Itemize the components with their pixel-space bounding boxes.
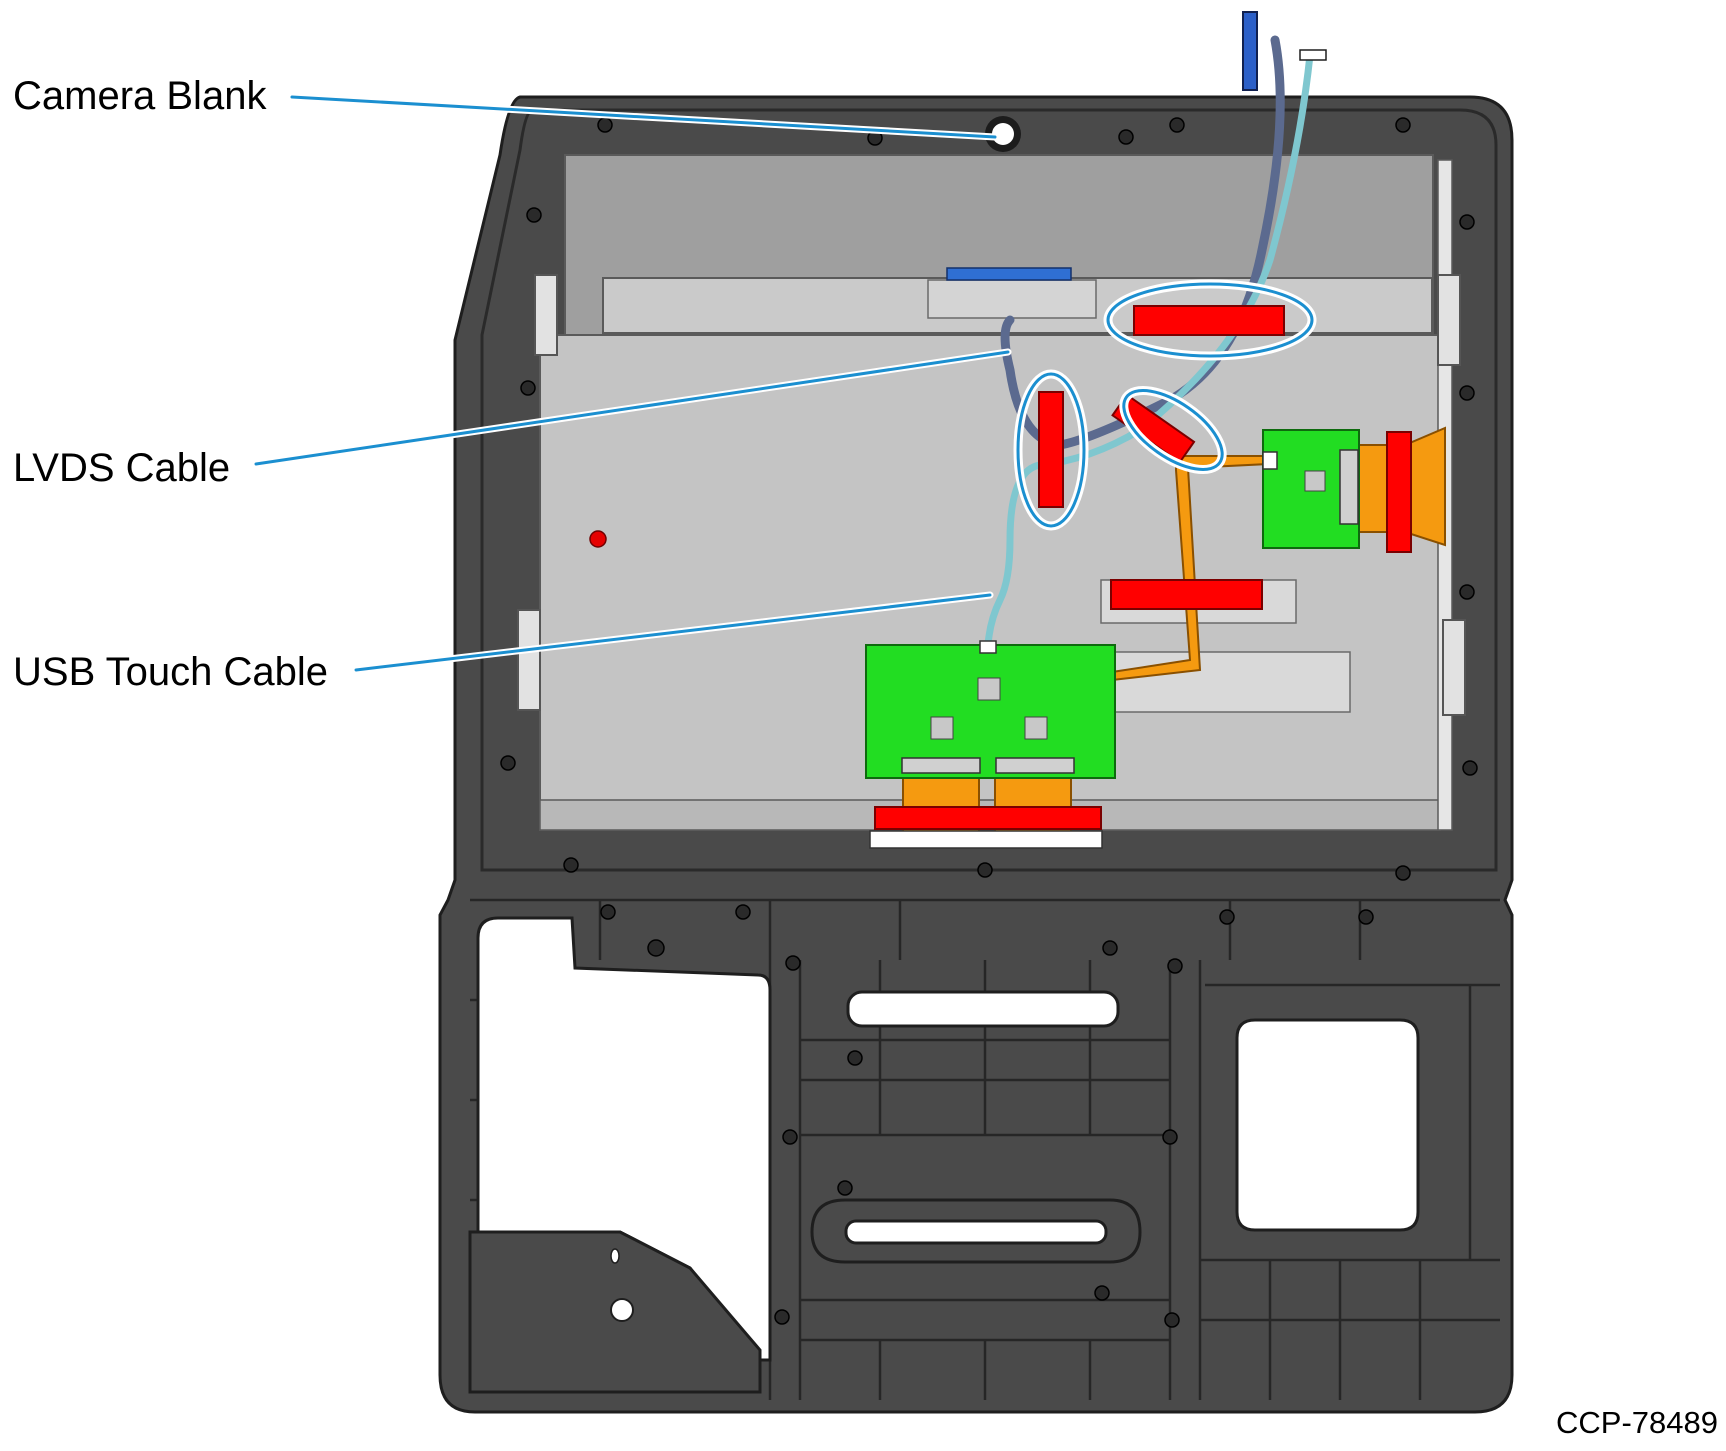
pcb-chip — [1304, 470, 1326, 492]
pcb-chip — [930, 716, 954, 740]
figure-id: CCP-78489 — [1556, 1405, 1718, 1440]
bracket-hole — [610, 1248, 620, 1264]
screw — [1358, 909, 1374, 925]
lvds-cable — [1000, 35, 1285, 450]
screw — [1164, 1312, 1180, 1328]
pcb-chip — [1024, 716, 1048, 740]
screws — [500, 117, 1478, 1391]
leader-usb-touch-cable — [354, 593, 992, 672]
pcb-connector — [1339, 449, 1359, 525]
pcb-chip — [977, 677, 1001, 701]
touch-controller-pcb — [865, 644, 1116, 779]
left-cutout — [476, 916, 772, 1362]
tape-flex-cable — [1110, 579, 1263, 610]
bracket-hole — [610, 1298, 634, 1322]
lvds-panel-connector — [946, 267, 1072, 281]
upper-slot — [846, 990, 1120, 1028]
screw — [1459, 214, 1475, 230]
highlight-vertical-outline — [1016, 372, 1086, 528]
highlight-diagonal-outline — [1122, 389, 1224, 471]
pcb-connector — [995, 757, 1075, 774]
screw — [1219, 909, 1235, 925]
highlight-ellipses-outline — [1016, 282, 1314, 528]
leader-lvds-cable — [254, 350, 1010, 466]
bezel-cutouts — [476, 916, 1420, 1362]
tape-bottom-connector — [874, 806, 1102, 830]
screw — [977, 862, 993, 878]
screw — [1162, 1129, 1178, 1145]
screw — [785, 955, 801, 971]
side-brackets — [517, 274, 1466, 716]
camera-blank — [985, 116, 1021, 152]
screw — [597, 117, 613, 133]
tape-lvds-top — [1133, 305, 1285, 336]
left-bracket-top — [534, 274, 558, 356]
screw — [847, 1050, 863, 1066]
screw — [647, 939, 665, 957]
right-bracket-bottom — [1442, 619, 1466, 716]
leader-camera-blank — [290, 95, 997, 139]
left-bracket-bottom — [517, 609, 541, 711]
bezel-inner-rim — [480, 108, 1498, 872]
bezel-details — [468, 1198, 1142, 1394]
highlight-top-outline — [1106, 282, 1314, 358]
pcb-connector — [1262, 451, 1278, 470]
tape-lvds-vertical — [1038, 391, 1064, 508]
screw — [735, 904, 751, 920]
callout-leaders — [252, 93, 1012, 674]
red-indicator-dot — [589, 530, 607, 548]
lvds-connector — [1242, 11, 1258, 91]
cables — [984, 35, 1314, 649]
screw — [782, 1129, 798, 1145]
tape-strips — [874, 305, 1412, 830]
label-lvds-cable: LVDS Cable — [13, 446, 231, 490]
pcb-connector — [901, 757, 981, 774]
screw — [1459, 385, 1475, 401]
screw — [600, 904, 616, 920]
usb-connector — [1299, 49, 1327, 61]
screw — [1459, 584, 1475, 600]
label-camera-blank: Camera Blank — [13, 74, 267, 118]
screw — [837, 1180, 853, 1196]
screw — [774, 1309, 790, 1325]
screw — [1462, 760, 1478, 776]
pcb-boards — [865, 429, 1360, 779]
screw — [526, 207, 542, 223]
screw — [1395, 865, 1411, 881]
lower-slot-surround — [810, 1198, 1142, 1264]
screw — [1395, 117, 1411, 133]
screw — [1094, 1285, 1110, 1301]
right-bracket-top — [1437, 274, 1461, 366]
usb-touch-cable — [984, 51, 1314, 649]
lower-slot — [844, 1219, 1108, 1245]
tape-right-connector — [1386, 431, 1412, 553]
screw — [520, 380, 536, 396]
lcd-panel-sticker-2 — [1109, 651, 1351, 713]
screw — [1167, 958, 1183, 974]
lcd-panel-connector-housing — [927, 279, 1097, 319]
label-usb-touch-cable: USB Touch Cable — [13, 650, 328, 694]
pcb-connector — [979, 640, 997, 654]
screw — [563, 857, 579, 873]
screw — [500, 755, 516, 771]
screw — [1169, 117, 1185, 133]
screw — [1118, 129, 1134, 145]
screw — [1102, 940, 1118, 956]
right-window — [1235, 1018, 1420, 1232]
bottom-connector-base — [869, 830, 1103, 849]
